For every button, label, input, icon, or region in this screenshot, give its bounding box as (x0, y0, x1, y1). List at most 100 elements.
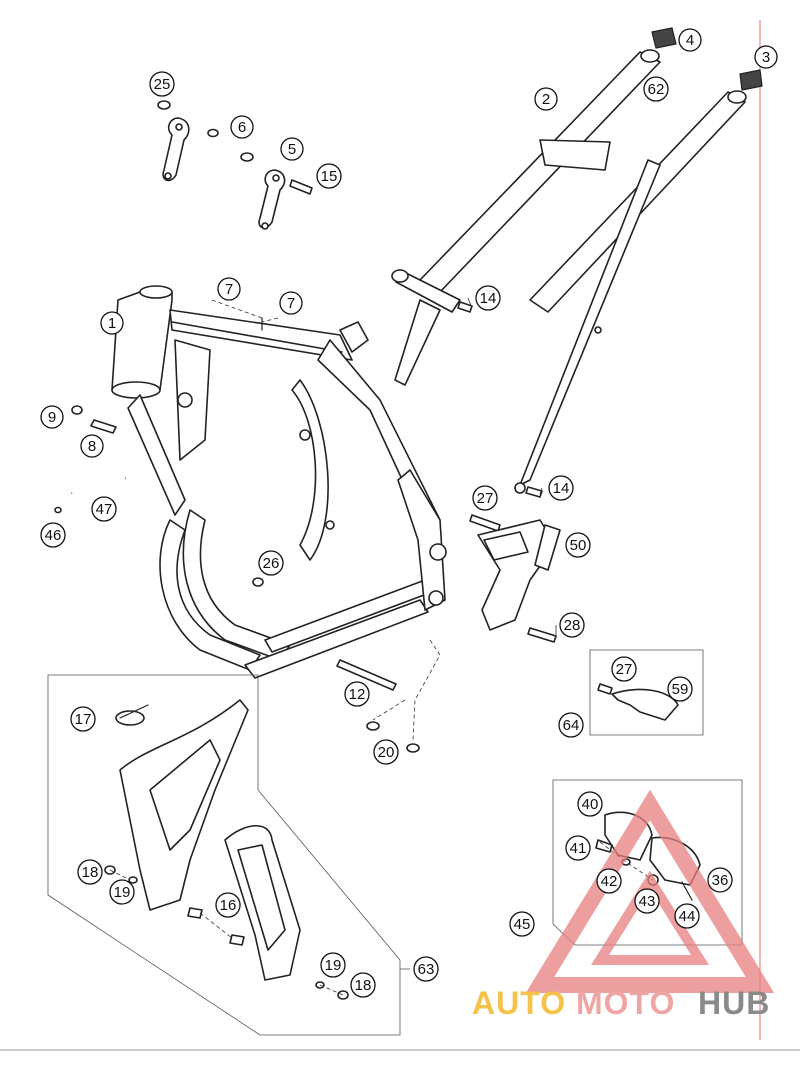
assembly-boxes (47, 649, 743, 1036)
callout-2: 2 (534, 87, 558, 111)
callout-26: 26 (258, 550, 284, 576)
callout-number: 7 (225, 281, 233, 298)
callout-circle (413, 956, 439, 982)
callout-number: 14 (553, 480, 570, 497)
callout-42: 42 (596, 868, 622, 894)
callout-circle (215, 892, 241, 918)
callout-number: 9 (48, 409, 56, 426)
watermark-text: AUTO MOTO HUB (472, 985, 769, 1021)
callout-44: 44 (674, 903, 700, 929)
callout-circle (344, 681, 370, 707)
callout-circle (316, 163, 342, 189)
callout-number: 63 (418, 961, 435, 978)
callout-circle (91, 496, 117, 522)
callout-number: 3 (762, 49, 770, 66)
callout-circle (80, 434, 104, 458)
callout-circle (643, 76, 669, 102)
callout-circle (258, 550, 284, 576)
callout-number: 25 (154, 76, 171, 93)
callout-number: 42 (601, 873, 618, 890)
subframe (391, 49, 747, 494)
callout-15: 15 (316, 163, 342, 189)
callout-number: 19 (114, 884, 131, 901)
callout-circle (667, 676, 693, 702)
callout-62: 62 (643, 76, 669, 102)
callout-circle (350, 972, 376, 998)
callout-circle (40, 405, 64, 429)
callout-circle (373, 739, 399, 765)
small-hardware (54, 301, 557, 753)
callout-63: 63 (413, 956, 439, 982)
callout-circle (109, 879, 135, 905)
callout-number: 59 (672, 681, 689, 698)
callout-14: 14 (548, 475, 574, 501)
callout-circle (279, 291, 303, 315)
callout-5: 5 (280, 137, 304, 161)
callout-number: 5 (288, 141, 296, 158)
callout-circle (77, 859, 103, 885)
callout-circle (472, 485, 498, 511)
callout-16: 16 (215, 892, 241, 918)
callout-41: 41 (565, 835, 591, 861)
callout-47: 47 (91, 496, 117, 522)
callout-number: 7 (287, 295, 295, 312)
callout-45: 45 (509, 911, 535, 937)
callout-circle (70, 706, 96, 732)
callout-circle (707, 867, 733, 893)
callout-number: 14 (480, 290, 497, 307)
callout-circle (611, 656, 637, 682)
callout-number: 41 (570, 840, 587, 857)
main-frame (111, 285, 447, 679)
leader-lines (109, 297, 654, 996)
callout-number: 50 (570, 537, 587, 554)
callout-43: 43 (634, 888, 660, 914)
callout-20: 20 (373, 739, 399, 765)
callout-25: 25 (149, 71, 175, 97)
callout-number: 19 (325, 957, 342, 974)
callout-circle (577, 791, 603, 817)
callout-number: 28 (564, 617, 581, 634)
callout-number: 4 (686, 32, 694, 49)
callout-19: 19 (109, 879, 135, 905)
bracket-59 (597, 683, 679, 721)
callout-number: 1 (108, 315, 116, 332)
callout-27: 27 (611, 656, 637, 682)
callout-number: 40 (582, 796, 599, 813)
callout-circle (565, 532, 591, 558)
callout-28: 28 (559, 612, 585, 638)
callout-64: 64 (558, 712, 584, 738)
callout-number: 15 (321, 168, 338, 185)
callout-number: 26 (263, 555, 280, 572)
callout-number: 20 (378, 744, 395, 761)
callout-circle (559, 612, 585, 638)
callout-circle (678, 28, 702, 52)
callout-number: 36 (712, 872, 729, 889)
callout-1: 1 (100, 311, 124, 335)
engine-hangers (157, 100, 313, 230)
callout-circle (674, 903, 700, 929)
callout-40: 40 (577, 791, 603, 817)
end-caps (651, 27, 763, 91)
callout-circle (548, 475, 574, 501)
callout-circle (100, 311, 124, 335)
callout-circle (40, 522, 66, 548)
callout-8: 8 (80, 434, 104, 458)
callout-number: 27 (616, 661, 633, 678)
callout-59: 59 (667, 676, 693, 702)
callout-17: 17 (70, 706, 96, 732)
callout-circle (558, 712, 584, 738)
part-callouts: 1234567789121414151617181819192025262727… (40, 28, 778, 998)
callout-circle (596, 868, 622, 894)
frame-protectors (104, 699, 349, 1000)
callout-number: 44 (679, 908, 696, 925)
callout-12: 12 (344, 681, 370, 707)
callout-7: 7 (279, 291, 303, 315)
callout-number: 62 (648, 81, 665, 98)
callout-number: 47 (96, 501, 113, 518)
callout-circle (634, 888, 660, 914)
callout-circle (754, 45, 778, 69)
watermark-auto: AUTO (472, 985, 566, 1021)
callout-number: 46 (45, 527, 62, 544)
callout-circle (217, 277, 241, 301)
callout-50: 50 (565, 532, 591, 558)
